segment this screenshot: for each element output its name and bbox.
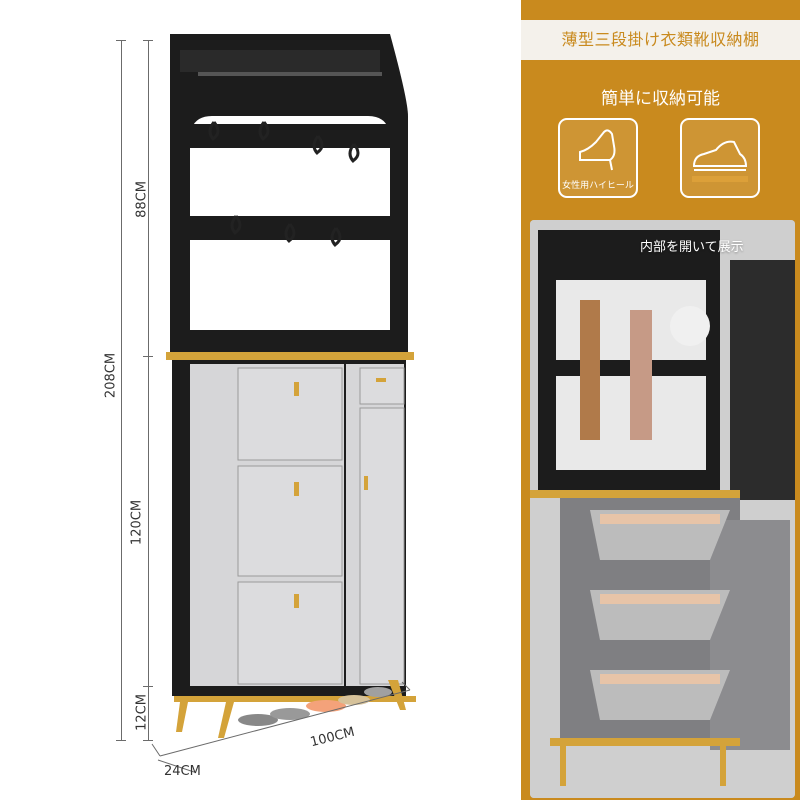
- photo-caption: 内部を開いて展示: [640, 240, 744, 255]
- panel-title: 薄型三段掛け衣類靴収納棚: [521, 20, 800, 60]
- open-cabinet-photo: [530, 220, 795, 798]
- open-cabinet-illustration: [530, 220, 795, 798]
- dimension-total-height: 208CM: [103, 352, 119, 399]
- feature-card-heels: 女性用ハイヒール: [558, 118, 638, 198]
- dimension-depth: 24CM: [164, 764, 201, 779]
- feature-card-heels-caption: 女性用ハイヒール: [562, 181, 634, 191]
- dimension-cabinet-height: 120CM: [129, 499, 145, 546]
- sneaker-icon: [692, 140, 748, 182]
- dimension-upper-height: 88CM: [134, 181, 150, 218]
- width-depth-lines: [151, 681, 411, 773]
- high-heel-icon: [579, 129, 616, 171]
- feature-card-sneakers: [680, 118, 760, 198]
- panel-subtitle: 簡単に収納可能: [601, 89, 720, 109]
- shoe-cabinet-illustration: [166, 34, 416, 738]
- dimension-leg-height: 12CM: [134, 694, 150, 731]
